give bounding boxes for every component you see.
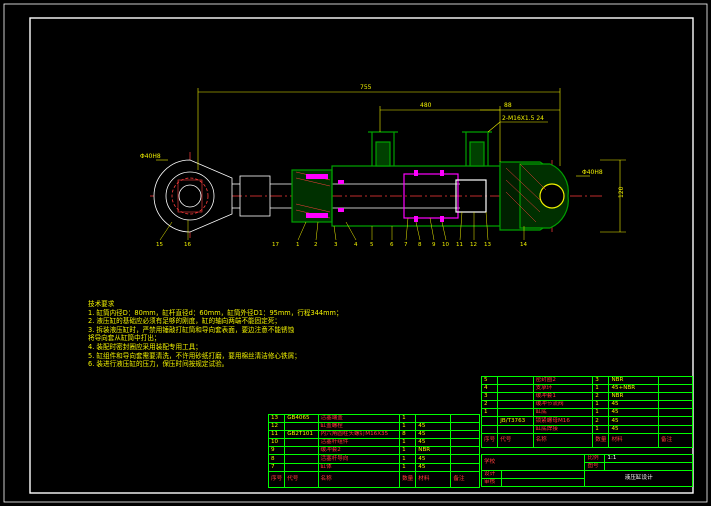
part-balloons: 1 2 3 4 5 6 7 8 9 10 11 12 13 14 15 16 1… <box>156 242 527 248</box>
school-label: 学校 <box>480 453 586 472</box>
notes-heading: 技术要求 <box>88 300 115 308</box>
left-rod-eye <box>153 159 271 233</box>
scale-value: 1:1 <box>604 453 693 464</box>
design-label: 设计 <box>481 470 502 480</box>
notes-line: 2. 液压缸的基础应必须有足够的刚度，缸的轴向两端不能固定死； <box>88 317 282 326</box>
balloon-label: 10 <box>442 242 449 248</box>
dim-height: 120 <box>618 186 625 198</box>
dim-overall-length: 755 <box>360 84 372 91</box>
balloon-label: 15 <box>156 242 163 248</box>
balloon-label: 16 <box>184 242 191 248</box>
balloon-label: 7 <box>404 242 408 248</box>
balloon-label: 5 <box>370 242 374 248</box>
scale-label: 比例 <box>584 453 606 464</box>
review-label: 审核 <box>481 478 502 488</box>
table-header-row: 序号代号名称数量材料备注 <box>267 470 480 488</box>
dim-port-spacing: 480 <box>420 102 432 109</box>
balloon-label: 11 <box>456 242 463 248</box>
balloon-label: 14 <box>520 242 527 248</box>
table-row: 审核 <box>481 478 693 488</box>
balloon-label: 13 <box>484 242 491 248</box>
notes-line: 3. 拆装液压缸时，严禁用锤敲打缸筒和导向套表面，要边注意不能锈蚀 <box>88 325 295 334</box>
table-row: 学校 比例 1:1 <box>480 453 693 472</box>
balloon-label: 8 <box>418 242 422 248</box>
balloon-label: 2 <box>314 242 318 248</box>
technical-requirements: 技术要求 1. 缸筒内径D：80mm，缸杆直径d：60mm，缸筒外径D1：95m… <box>88 300 343 369</box>
dim-right-eye-diameter: Φ40H8 <box>582 169 603 176</box>
notes-line: 5. 缸组件和导向套需要清洗，不许用砂纸打磨，要用棉丝清洁修心铁屑； <box>88 351 301 360</box>
balloon-label: 3 <box>334 242 338 248</box>
notes-line: 将导向套从缸筒中打出； <box>88 334 161 343</box>
dim-left-eye-diameter: Φ40H8 <box>140 153 161 160</box>
outer-frame <box>3 3 708 503</box>
table-row: 设计 液压缸设计 <box>481 470 693 488</box>
notes-line: 6. 装进行液压缸的压力，保压时间按规定试验。 <box>88 360 229 369</box>
balloon-label: 1 <box>296 242 300 248</box>
dimension-lines <box>156 88 626 233</box>
notes-line: 1. 缸筒内径D：80mm，缸杆直径d：60mm，缸筒外径D1：95mm，行程3… <box>88 308 343 317</box>
title-block: 学校 比例 1:1 图号 设计 液压缸设计 审核 <box>480 453 693 488</box>
balloon-leaders <box>159 211 525 241</box>
balloon-label: 4 <box>354 242 358 248</box>
drawing-no-label: 图号 <box>584 462 606 472</box>
inner-frame <box>29 17 694 494</box>
balloon-label: 17 <box>272 242 279 248</box>
seals <box>306 170 444 222</box>
balloon-label: 12 <box>470 242 477 248</box>
cylinder-body <box>291 131 569 231</box>
drawing-title: 液压缸设计 <box>584 470 693 488</box>
dim-end-offset: 88 <box>504 102 512 109</box>
balloon-label: 9 <box>432 242 436 248</box>
dim-port-callout: 2-M16X1.5 24 <box>502 115 544 122</box>
balloon-label: 6 <box>390 242 394 248</box>
dimension-texts: 755 480 88 120 Φ40H8 Φ40H8 2-M16X1.5 24 <box>140 84 625 198</box>
notes-line: 4. 装配时密封圈应采用装配专用工具； <box>88 342 202 351</box>
table-header-row: 序号代号名称数量材料备注 <box>480 432 693 448</box>
